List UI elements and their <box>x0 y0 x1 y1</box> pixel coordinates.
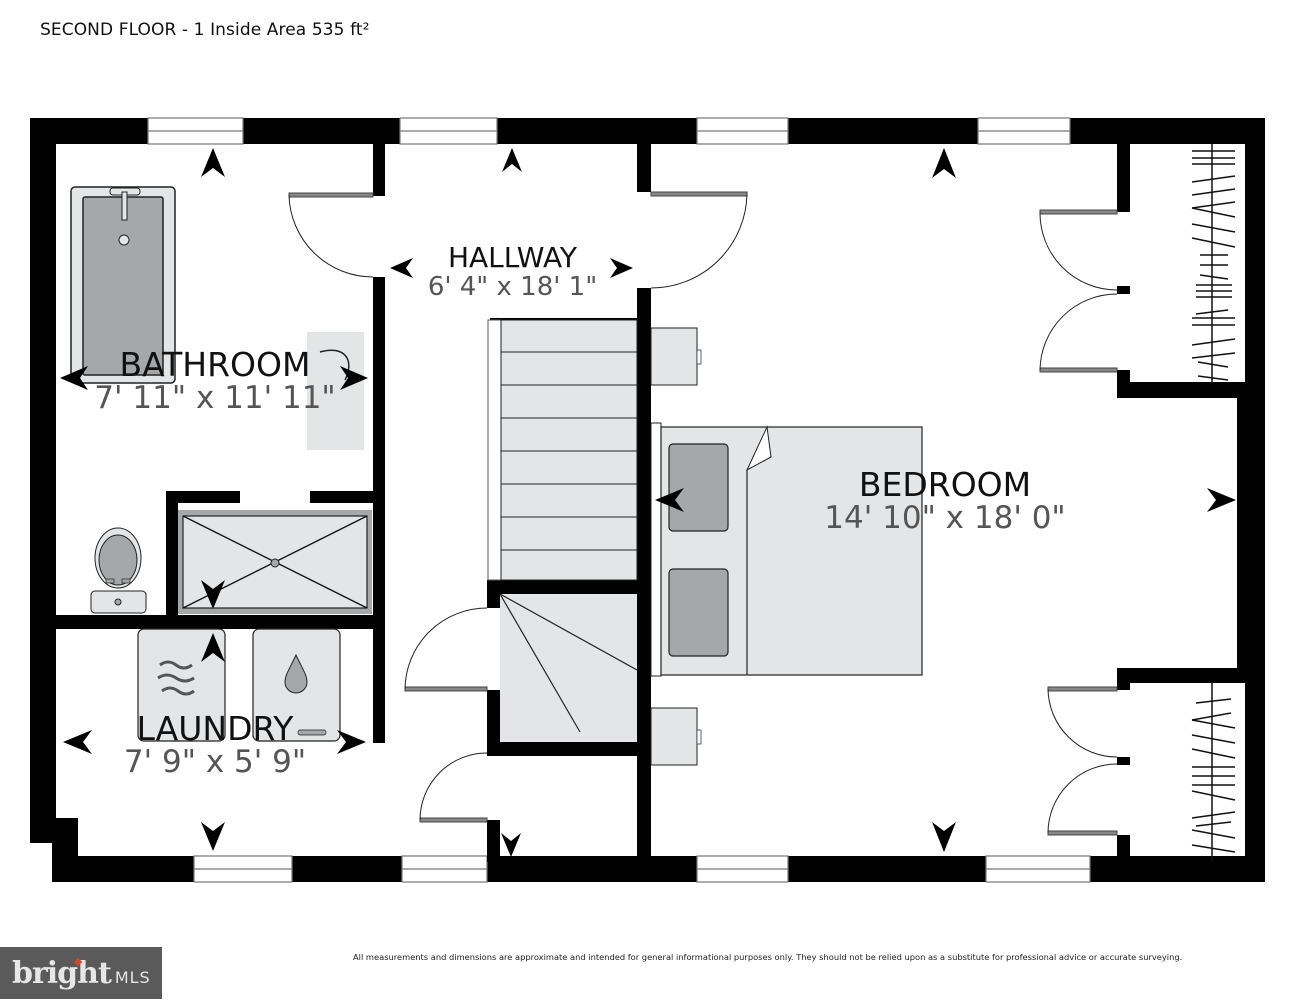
arrow-left-icon <box>655 488 684 512</box>
washer-icon <box>252 628 341 742</box>
vanity-sink-icon <box>307 332 364 450</box>
arrow-right-icon <box>340 366 368 390</box>
room-dimensions: 6' 4" x 18' 1" <box>427 272 598 302</box>
arrow-down-icon <box>932 822 956 852</box>
bathtub-icon <box>70 186 176 384</box>
arrow-up-icon <box>201 148 225 177</box>
arrow-up-icon <box>201 633 225 662</box>
room-label-bedroom: BEDROOM 14' 10" x 18' 0" <box>790 468 1100 534</box>
bright-mls-logo: bright MLS <box>0 947 162 999</box>
room-label-bathroom: BATHROOM 7' 11" x 11' 11" <box>60 348 370 414</box>
closet-rod-icon <box>1130 144 1236 382</box>
toilet-icon <box>90 527 147 614</box>
arrow-right-icon <box>1207 488 1236 512</box>
arrow-down-icon <box>201 822 225 851</box>
staircase-icon <box>487 319 638 742</box>
room-label-laundry: LAUNDRY 7' 9" x 5' 9" <box>60 712 370 778</box>
logo-suffix: MLS <box>114 967 151 987</box>
arrow-right-icon <box>610 258 633 278</box>
windows <box>147 117 1091 883</box>
arrow-up-icon <box>932 148 956 178</box>
floor-plan <box>30 117 1265 883</box>
room-name: BATHROOM <box>119 345 311 384</box>
room-dimensions: 14' 10" x 18' 0" <box>824 500 1066 536</box>
arrow-left-icon <box>390 258 413 278</box>
disclaimer-text: All measurements and dimensions are appr… <box>353 952 1183 962</box>
doors <box>288 191 1118 836</box>
room-name: LAUNDRY <box>136 709 294 748</box>
floor-title: SECOND FLOOR - 1 Inside Area 535 ft² <box>40 20 370 40</box>
bed-icon <box>650 422 923 677</box>
interior-walls <box>56 118 1265 875</box>
shower-icon <box>178 510 372 614</box>
closet-rod-icon <box>1191 683 1236 862</box>
arrow-left-icon <box>60 366 88 390</box>
arrow-down-icon <box>501 833 521 857</box>
room-dimensions: 7' 9" x 5' 9" <box>123 744 307 780</box>
arrow-left-icon <box>63 730 92 754</box>
room-name: BEDROOM <box>858 465 1032 504</box>
arrow-up-icon <box>502 148 522 172</box>
nightstand-icon <box>650 707 702 766</box>
room-name: HALLWAY <box>447 241 578 274</box>
arrow-right-icon <box>337 730 366 754</box>
room-dimensions: 7' 11" x 11' 11" <box>94 380 336 416</box>
room-label-hallway: HALLWAY 6' 4" x 18' 1" <box>390 241 635 302</box>
nightstand-icon <box>650 327 702 386</box>
arrow-down-icon <box>201 580 225 609</box>
dimension-arrows <box>60 148 1236 857</box>
logo-wordmark: bright <box>12 955 112 991</box>
